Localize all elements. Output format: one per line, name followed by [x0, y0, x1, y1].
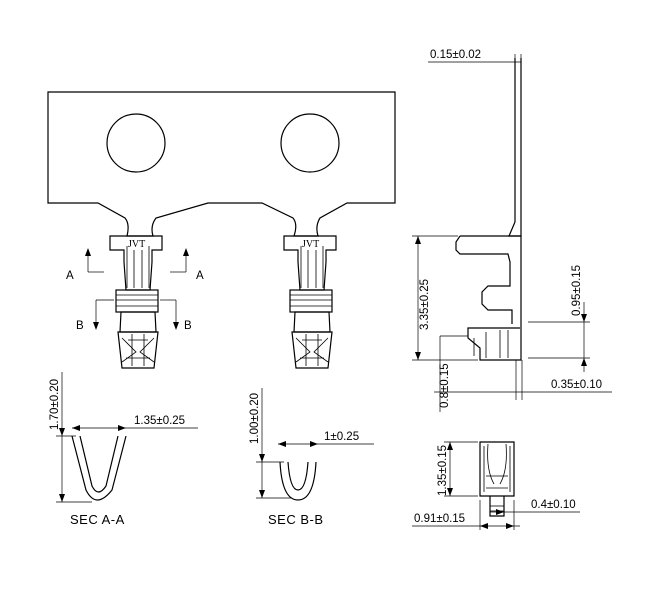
dim-height-total: 3.35±0.25	[412, 235, 478, 361]
section-marker-a-right: A	[196, 270, 204, 282]
dim-sec-b-width-text: 1±0.25	[324, 431, 359, 443]
pilot-hole-left	[106, 113, 166, 173]
side-view	[455, 58, 522, 361]
brand-mark-left: JVT	[128, 239, 145, 250]
end-view: 1.35±0.15 0.91±0.15 0.4±0.10	[412, 441, 580, 530]
section-b-view: 1.00±0.20 1±0.25 SEC B-B	[249, 388, 374, 527]
section-b-title: SEC B-B	[268, 512, 324, 527]
section-marker-b-left: B	[76, 320, 84, 332]
dim-height-partial-text: 0.95±0.15	[571, 265, 583, 316]
dim-end-tab-text: 0.4±0.10	[531, 499, 576, 511]
section-a-title: SEC A-A	[70, 512, 125, 527]
dim-height-total-text: 3.35±0.25	[419, 279, 431, 330]
terminal-right: JVT	[283, 235, 337, 369]
dim-height-partial: 0.95±0.15	[528, 265, 590, 372]
dim-bottom-height: 0.8±0.15 0.35±0.10	[434, 335, 612, 412]
section-a-view: 1.70±0.20 1.35±0.25 SEC A-A	[49, 372, 198, 527]
dim-end-width-text: 0.91±0.15	[414, 513, 465, 525]
terminal-left: JVT	[109, 235, 163, 369]
dim-end-height-text: 1.35±0.15	[437, 445, 449, 496]
dim-thickness-text: 0.15±0.02	[430, 49, 481, 61]
section-marker-b-right: B	[184, 320, 192, 332]
section-markers-left: A A B B	[66, 248, 204, 332]
dim-right-offset-text: 0.35±0.10	[551, 379, 602, 391]
section-marker-a-left: A	[66, 270, 74, 282]
dim-sec-a-width-text: 1.35±0.25	[134, 415, 185, 427]
dim-sec-b-height-text: 1.00±0.20	[249, 393, 261, 444]
carrier-strip	[47, 91, 396, 237]
dim-sec-a-height-text: 1.70±0.20	[49, 379, 61, 430]
brand-mark-right: JVT	[302, 239, 319, 250]
dim-thickness: 0.15±0.02	[428, 49, 522, 66]
dim-bottom-height-text: 0.8±0.15	[439, 363, 451, 408]
pilot-hole-right	[280, 113, 340, 173]
